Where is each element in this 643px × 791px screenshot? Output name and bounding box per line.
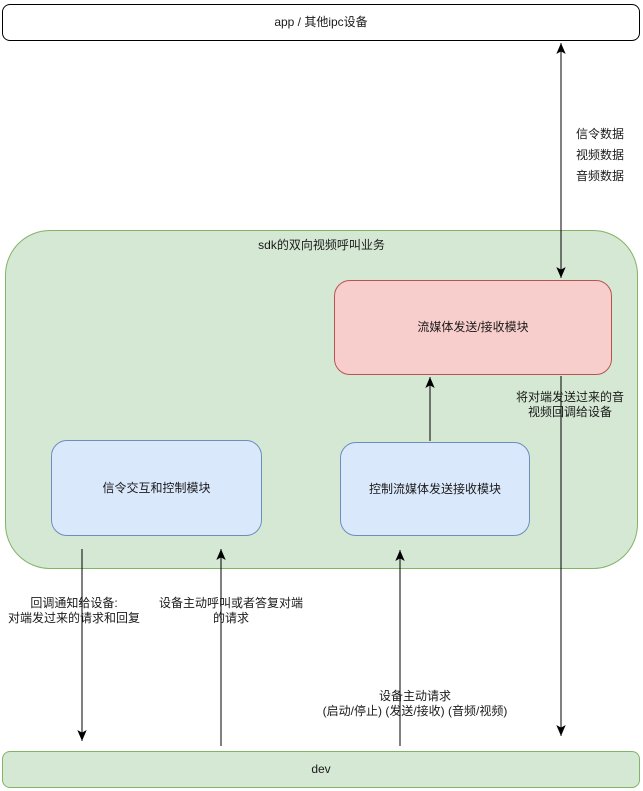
- edge-label-dev-control: 设备主动请求 (启动/停止) (发送/接收) (音频/视频): [322, 689, 508, 718]
- node-signal-module-label: 信令交互和控制模块: [102, 480, 211, 495]
- node-dev-label: dev: [311, 762, 331, 776]
- node-app-label: app / 其他ipc设备: [274, 15, 368, 29]
- node-stream-module-label: 流媒体发送/接收模块: [417, 320, 529, 334]
- node-dev: dev: [2, 751, 640, 788]
- node-app: app / 其他ipc设备: [2, 4, 640, 41]
- edge-label-signal-dev: 回调通知给设备: 对端发过来的请求和回复: [7, 596, 140, 625]
- edge-label-dev-signal: 设备主动呼叫或者答复对端 的请求: [158, 596, 303, 625]
- edge-label-app-stream: 信令数据 视频数据 音频数据: [576, 127, 625, 183]
- edge-label-stream-dev: 将对端发送过来的音 视频回调给设备: [515, 390, 624, 419]
- node-signal-module: 信令交互和控制模块: [51, 440, 262, 536]
- container-sdk-title: sdk的双向视频呼叫业务: [258, 238, 385, 252]
- node-control-module: 控制流媒体发送接收模块: [340, 442, 530, 536]
- node-stream-module: 流媒体发送/接收模块: [334, 280, 612, 375]
- node-control-module-label: 控制流媒体发送接收模块: [368, 481, 501, 496]
